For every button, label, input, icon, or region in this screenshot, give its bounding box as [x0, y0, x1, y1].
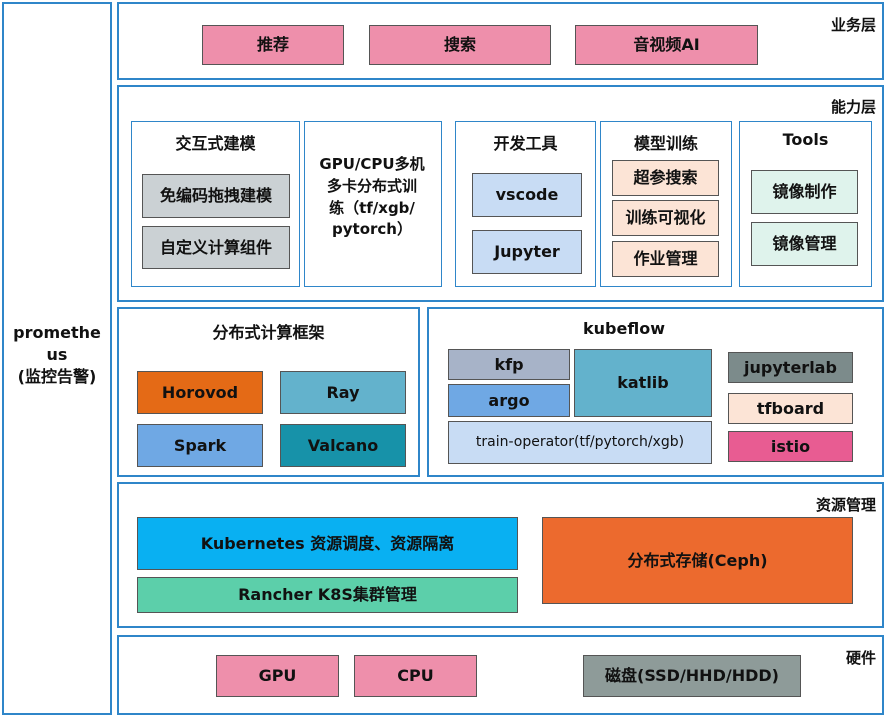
tools-title: Tools	[782, 130, 829, 149]
gpu-training-text: GPU/CPU多机 多卡分布式训 练（tf/xgb/ pytorch）	[305, 154, 439, 241]
monitoring-label-line3: (监控告警)	[17, 367, 97, 386]
hyperparam-search: 超参搜索	[612, 160, 719, 196]
vscode-item: vscode	[472, 173, 582, 217]
jupyterlab-item: jupyterlab	[728, 352, 853, 383]
distributed-framework-title: 分布式计算框架	[212, 323, 325, 342]
business-item-search: 搜索	[369, 25, 551, 65]
jupyter-item: Jupyter	[472, 230, 582, 274]
monitoring-label: promethe us (监控告警)	[4, 322, 110, 388]
image-build: 镜像制作	[751, 170, 858, 214]
hardware-layer-label: 硬件	[845, 649, 876, 667]
monitoring-label-line1: promethe	[13, 323, 101, 342]
devtools-title: 开发工具	[493, 134, 558, 153]
rancher-item: Rancher K8S集群管理	[137, 577, 518, 613]
tfboard-item: tfboard	[728, 393, 853, 424]
istio-item: istio	[728, 431, 853, 462]
gpu-training-line3: 练（tf/xgb/	[329, 198, 415, 217]
no-code-modeling: 免编码拖拽建模	[142, 174, 290, 218]
train-operator-item: train-operator(tf/pytorch/xgb)	[448, 421, 712, 464]
business-item-recommend: 推荐	[202, 25, 344, 65]
custom-compute-component: 自定义计算组件	[142, 226, 290, 269]
model-training-title: 模型训练	[633, 134, 698, 153]
monitoring-column: promethe us (监控告警)	[2, 2, 112, 715]
disk-hardware-item: 磁盘(SSD/HHD/HDD)	[583, 655, 801, 697]
gpu-training-line2: 多卡分布式训	[326, 176, 417, 195]
resource-layer-label: 资源管理	[815, 496, 876, 514]
cpu-hardware-item: CPU	[354, 655, 477, 697]
gpu-training-line1: GPU/CPU多机	[319, 155, 425, 173]
katlib-item: katlib	[574, 349, 712, 417]
valcano-item: Valcano	[280, 424, 406, 467]
capability-layer-label: 能力层	[830, 98, 876, 116]
kubernetes-item: Kubernetes 资源调度、资源隔离	[137, 517, 518, 570]
gpu-training-panel: GPU/CPU多机 多卡分布式训 练（tf/xgb/ pytorch）	[304, 121, 442, 287]
ceph-storage-item: 分布式存储(Ceph)	[542, 517, 853, 604]
training-visualization: 训练可视化	[612, 200, 719, 236]
business-layer-label: 业务层	[830, 16, 876, 34]
kfp-item: kfp	[448, 349, 570, 380]
ray-item: Ray	[280, 371, 406, 414]
horovod-item: Horovod	[137, 371, 263, 414]
business-item-av-ai: 音视频AI	[575, 25, 758, 65]
job-management: 作业管理	[612, 241, 719, 277]
image-management: 镜像管理	[751, 222, 858, 266]
gpu-training-line4: pytorch）	[332, 220, 412, 239]
spark-item: Spark	[137, 424, 263, 467]
kubeflow-title: kubeflow	[583, 319, 665, 338]
interactive-modeling-title: 交互式建模	[175, 134, 256, 153]
argo-item: argo	[448, 384, 570, 417]
gpu-hardware-item: GPU	[216, 655, 339, 697]
monitoring-label-line2: us	[46, 345, 68, 364]
